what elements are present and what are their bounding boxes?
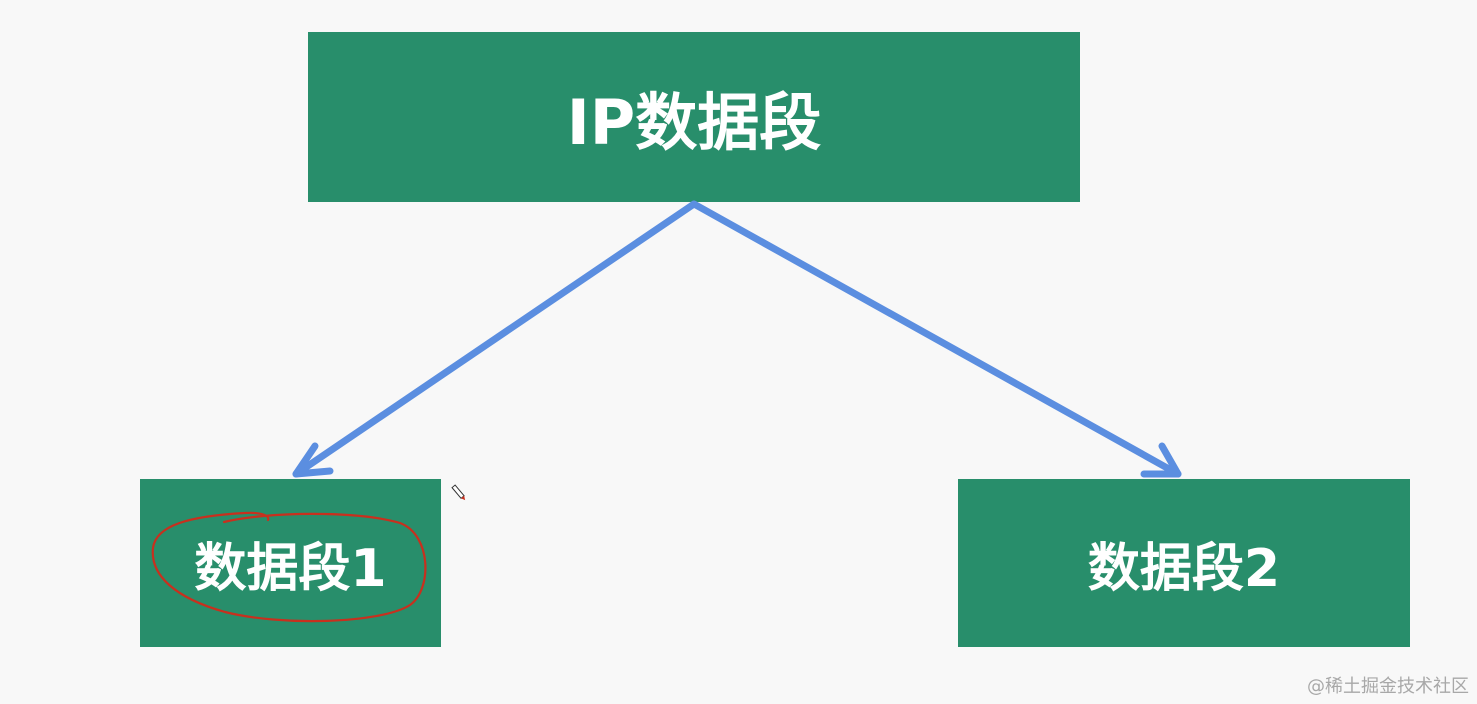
node-ip-segment: IP数据段 [308, 32, 1080, 202]
node-segment-2: 数据段2 [958, 479, 1410, 647]
node-ip-segment-label: IP数据段 [566, 86, 822, 159]
watermark: @稀土掘金技术社区 [1307, 676, 1469, 697]
node-segment-1-label: 数据段1 [194, 538, 387, 599]
arrow-to-segment-2 [690, 200, 1182, 478]
node-segment-1: 数据段1 [140, 479, 441, 647]
pen-cursor-icon [451, 484, 466, 501]
arrow-to-segment-1 [292, 200, 698, 478]
node-segment-2-label: 数据段2 [1087, 538, 1281, 599]
